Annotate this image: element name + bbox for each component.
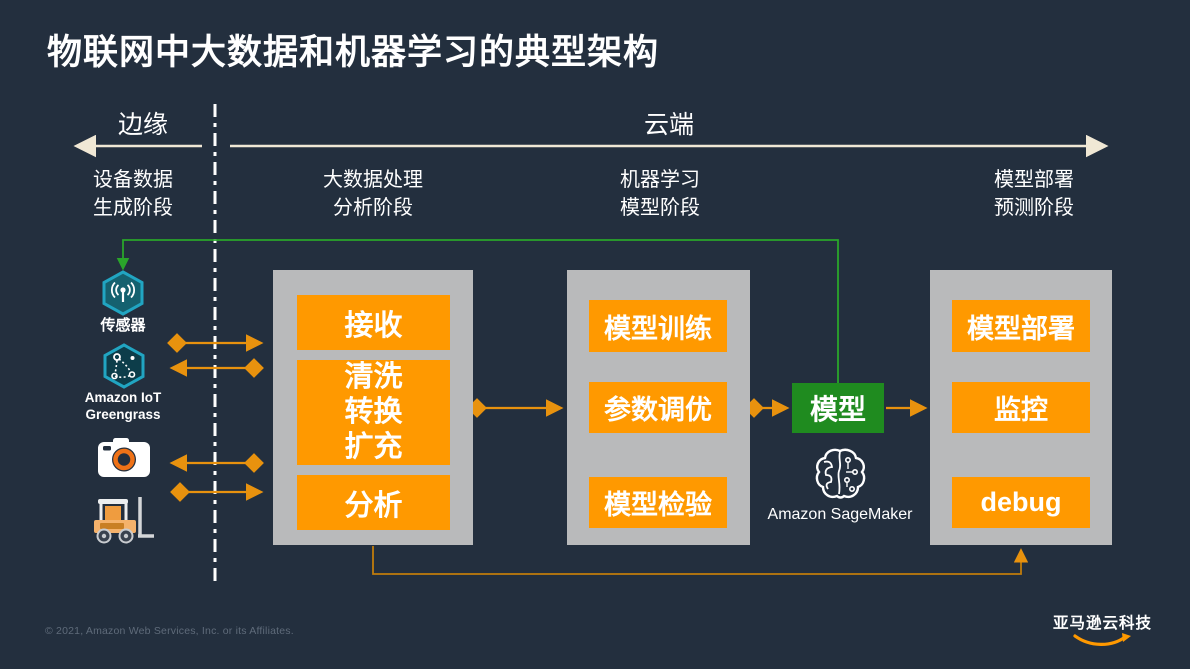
stage-label-deploy: 模型部署 预测阶段: [954, 166, 1114, 222]
stage-label-line: 设备数据: [93, 169, 173, 191]
step-label: 模型训练: [604, 313, 712, 344]
step-clean-transform-enrich: 清洗 转换 扩充: [297, 360, 450, 465]
greengrass-hexagon-icon: [103, 343, 145, 389]
stage-label-line: 模型阶段: [620, 197, 700, 219]
deployment-pipeline-panel: 模型部署 监控 debug: [930, 270, 1112, 545]
stage-label-line: 分析阶段: [333, 197, 413, 219]
stage-label-line: 大数据处理: [323, 169, 423, 191]
stage-label-line: 模型部署: [994, 169, 1074, 191]
step-model-training: 模型训练: [589, 300, 727, 352]
bigdata-pipeline-panel: 接收 清洗 转换 扩充 分析: [273, 270, 473, 545]
model-box: 模型: [792, 383, 884, 433]
model-feedback-line: [116, 239, 839, 383]
step-model-deploy: 模型部署: [952, 300, 1090, 352]
stage-label-bigdata: 大数据处理 分析阶段: [293, 166, 453, 222]
sagemaker-brain-icon: [815, 448, 866, 499]
step-monitoring: 监控: [952, 382, 1090, 433]
sensor-label: 传感器: [100, 317, 146, 334]
analytics-to-deploy-return-line: [372, 546, 1029, 575]
step-label: debug: [980, 487, 1062, 517]
sagemaker-label: Amazon SageMaker: [767, 506, 913, 523]
step-receive: 接收: [297, 295, 450, 350]
greengrass-label-line1: Amazon IoT: [84, 390, 162, 405]
step-label: 监控: [994, 395, 1048, 425]
sensor-hexagon-icon: [102, 270, 144, 316]
greengrass-label: Amazon IoT Greengrass: [53, 390, 193, 423]
step-debug: debug: [952, 477, 1090, 528]
forklift-icon: [94, 497, 154, 544]
stage-label-line: 生成阶段: [93, 197, 173, 219]
brand-name: 亚马逊云科技: [1052, 615, 1152, 632]
copyright-text: © 2021, Amazon Web Services, Inc. or its…: [45, 625, 294, 637]
stage-label-ml: 机器学习 模型阶段: [580, 166, 740, 222]
step-label-line: 清洗: [344, 361, 403, 393]
step-label: 接收: [344, 309, 403, 342]
model-label: 模型: [809, 394, 866, 425]
slide-title: 物联网中大数据和机器学习的典型架构: [47, 33, 660, 72]
greengrass-label-line2: Greengrass: [85, 406, 161, 422]
step-model-validation: 模型检验: [589, 477, 727, 528]
step-label: 模型检验: [604, 490, 712, 520]
stage-label-line: 预测阶段: [994, 197, 1074, 219]
camera-icon: [98, 438, 150, 477]
edge-region-label: 边缘: [118, 111, 169, 139]
step-label: 分析: [344, 489, 403, 522]
step-label-line: 扩充: [344, 431, 403, 463]
step-parameter-tuning: 参数调优: [589, 382, 727, 433]
cloud-region-label: 云端: [644, 111, 695, 139]
step-label-line: 转换: [344, 396, 403, 428]
step-label: 参数调优: [604, 395, 712, 425]
step-label: 模型部署: [967, 313, 1075, 344]
stage-label-line: 机器学习: [620, 169, 700, 191]
ml-pipeline-panel: 模型训练 参数调优 模型检验: [567, 270, 750, 545]
step-analyze: 分析: [297, 475, 450, 530]
amazon-smile-icon: [1073, 633, 1131, 646]
stage-label-device-data: 设备数据 生成阶段: [53, 166, 213, 222]
